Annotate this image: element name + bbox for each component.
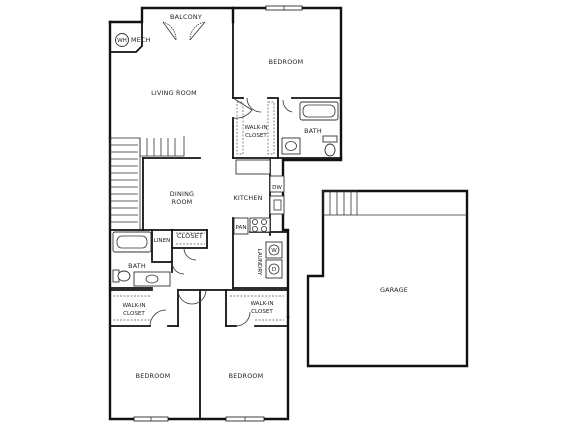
label-pan: PAN — [235, 225, 246, 231]
label-mech: MECH — [131, 36, 151, 44]
garage — [306, 189, 469, 368]
stairs-left — [109, 136, 185, 231]
fixtures — [112, 33, 339, 287]
closet-shelves — [113, 101, 284, 321]
interior-walls — [109, 21, 342, 420]
exterior-walls — [108, 6, 343, 421]
label-dw: DW — [272, 185, 282, 191]
label-linen: LINEN — [154, 238, 171, 244]
label-dining-2: ROOM — [172, 198, 193, 206]
label-washer: W — [271, 248, 277, 254]
label-walkin-top-1: WALK-IN — [244, 125, 267, 131]
label-walkin-right-2: CLOSET — [251, 309, 273, 315]
label-balcony: BALCONY — [170, 13, 202, 21]
label-walkin-left-1: WALK-IN — [122, 303, 145, 309]
windows — [133, 5, 303, 422]
label-dryer: D — [272, 267, 276, 273]
label-dining-1: DINING — [170, 190, 194, 198]
doors — [149, 21, 293, 327]
label-bedroom-right: BEDROOM — [229, 372, 264, 380]
label-bath-top: BATH — [304, 127, 322, 135]
label-laundry: LAUNDRY — [256, 249, 262, 276]
label-walkin-right-1: WALK-IN — [250, 301, 273, 307]
label-garage: GARAGE — [380, 286, 408, 294]
label-living-room: LIVING ROOM — [151, 89, 197, 97]
label-walkin-left-2: CLOSET — [123, 311, 145, 317]
label-walkin-top-2: CLOSET — [245, 133, 267, 139]
label-bedroom-left: BEDROOM — [136, 372, 171, 380]
room-labels: BALCONY WH MECH LIVING ROOM BEDROOM WALK… — [117, 13, 408, 380]
label-closet: CLOSET — [177, 232, 203, 240]
label-bedroom-top: BEDROOM — [269, 58, 304, 66]
label-kitchen: KITCHEN — [233, 194, 262, 202]
label-bath-left: BATH — [128, 262, 146, 270]
label-wh: WH — [117, 38, 127, 44]
